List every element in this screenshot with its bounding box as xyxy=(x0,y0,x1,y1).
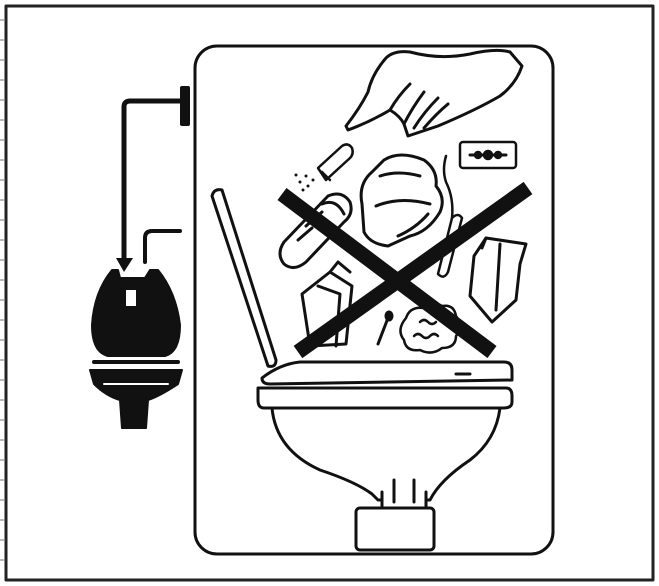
left-edge-ticks xyxy=(0,20,5,560)
razor-blade-icon xyxy=(460,142,516,168)
